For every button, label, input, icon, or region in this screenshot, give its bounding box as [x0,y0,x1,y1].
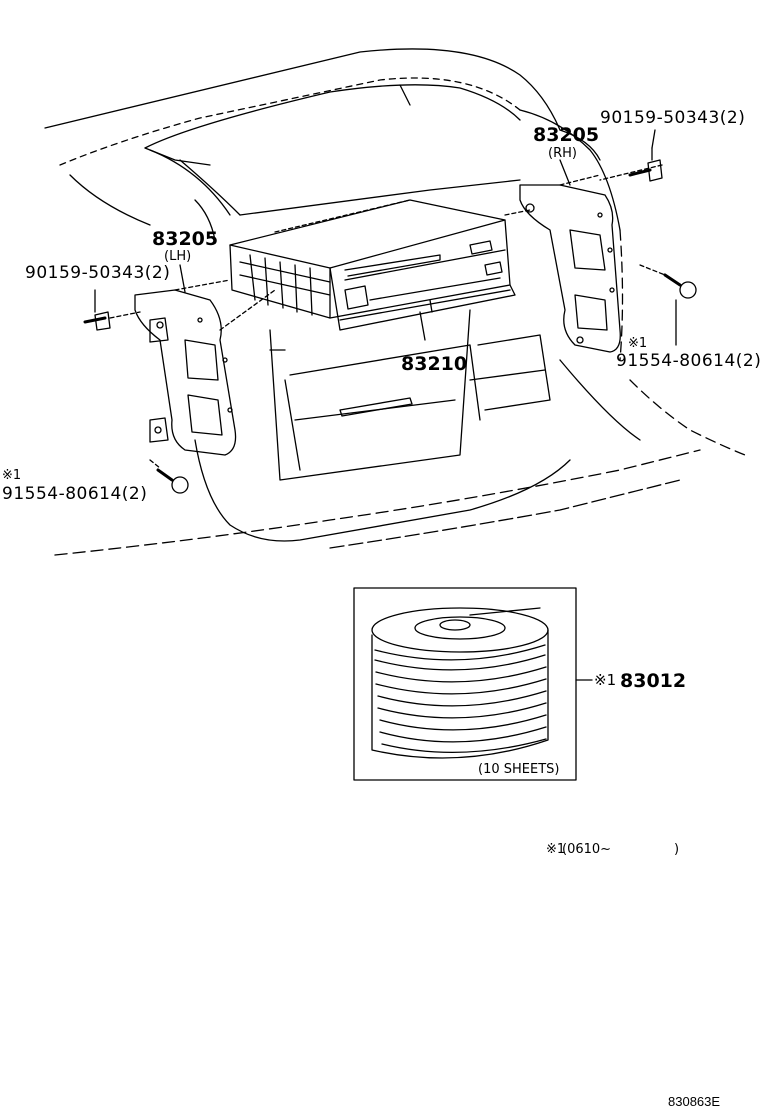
magazine-part-number: 83012 [620,670,687,692]
lh-screw-part-number: 91554-80614(2) [2,484,148,504]
lh-bolt-part-number: 90159-50343(2) [25,263,171,283]
rh-screw-part-number: 91554-80614(2) [616,351,760,371]
lh-bolt [83,289,141,331]
dashboard-outline [44,48,746,556]
rh-bolt-part-number: 90159-50343(2) [600,108,746,128]
figure-code: 830863E [668,1094,721,1109]
rh-bracket-side-label: (RH) [548,146,577,161]
lh-bracket-side-label: (LH) [164,249,192,264]
leader-lines [179,129,656,341]
magazine-quantity-note: (10 SHEETS) [478,762,560,777]
footnote-mark: ※1 [546,842,566,857]
lh-bracket [134,279,276,456]
magazine-box [353,587,593,781]
rh-bolt [599,147,663,182]
rh-screw-mark: ※1 [628,336,648,351]
magazine-mark: ※1 [594,671,617,689]
footnote-date: (0610~ [562,842,612,857]
lh-screw-mark: ※1 [2,468,22,483]
cd-changer [229,199,516,331]
dash-opening [269,299,551,481]
rh-bracket [504,174,621,353]
rh-bracket-part-number: 83205 [533,124,600,146]
rh-screw [639,264,697,346]
lh-bracket-part-number: 83205 [152,228,219,250]
lh-screw [149,459,189,494]
cd-changer-part-number: 83210 [401,353,468,375]
footnote-close: ) [674,842,680,857]
